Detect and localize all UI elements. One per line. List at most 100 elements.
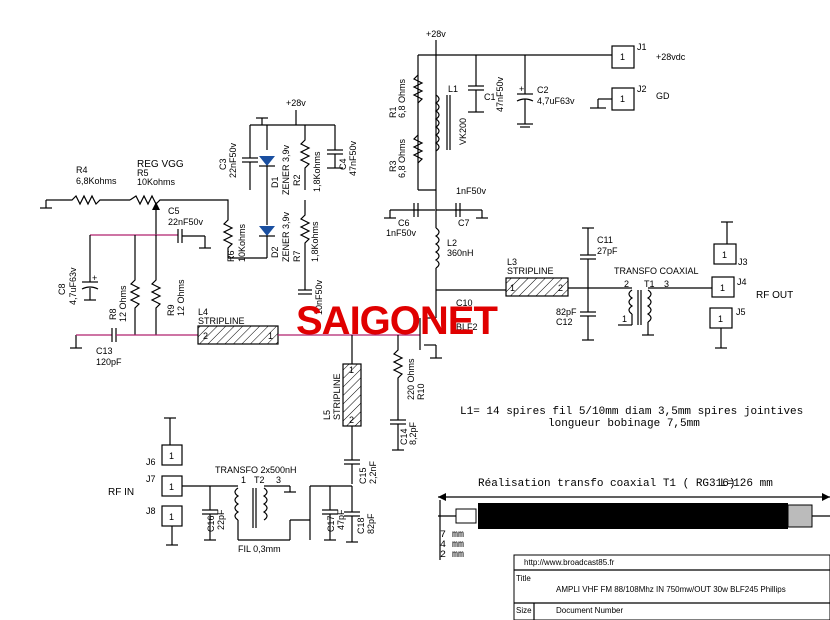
- svg-text:R5: R5: [137, 168, 149, 178]
- svg-text:STRIPLINE: STRIPLINE: [332, 373, 342, 420]
- svg-text:1: 1: [268, 331, 273, 341]
- svg-text:J3: J3: [738, 257, 748, 267]
- svg-text:VK200: VK200: [458, 118, 468, 145]
- svg-text:47nF50v: 47nF50v: [348, 140, 358, 176]
- svg-text:47nF50v: 47nF50v: [495, 76, 505, 112]
- svg-text:GD: GD: [656, 91, 670, 101]
- coax-title: Réalisation transfo coaxial T1 ( RG316): [478, 478, 735, 490]
- svg-text:BLF2: BLF2: [456, 322, 478, 332]
- svg-text:C8: C8: [57, 283, 67, 295]
- svg-text:+28vdc: +28vdc: [656, 52, 686, 62]
- svg-text:TRANSFO 2x500nH: TRANSFO 2x500nH: [215, 465, 297, 475]
- svg-text:Document Number: Document Number: [556, 606, 623, 615]
- coax-length: L=126 mm: [720, 478, 773, 490]
- svg-text:C14: C14: [399, 428, 409, 445]
- svg-text:ZENER 3,9v: ZENER 3,9v: [281, 144, 291, 195]
- supply-top-label: +28v: [426, 29, 446, 39]
- svg-text:C5: C5: [168, 206, 180, 216]
- svg-text:RF OUT: RF OUT: [756, 290, 793, 301]
- svg-text:C15: C15: [358, 467, 368, 484]
- svg-text:2 mm: 2 mm: [440, 550, 464, 561]
- svg-text:T1: T1: [644, 279, 655, 289]
- source-network: 1 2 L5 STRIPLINE 220 Ohms R10 C14 8,2pF …: [322, 335, 426, 484]
- svg-text:12 Ohms: 12 Ohms: [176, 279, 186, 316]
- svg-text:REG VGG: REG VGG: [137, 159, 184, 170]
- svg-text:1nF50v: 1nF50v: [456, 186, 487, 196]
- svg-text:7 mm: 7 mm: [440, 530, 464, 541]
- svg-text:47pF: 47pF: [336, 509, 346, 530]
- c5-capacitor: C5 22nF50v: [156, 206, 211, 249]
- svg-text:1: 1: [349, 365, 354, 375]
- title-text: AMPLI VHF FM 88/108Mhz IN 750mw/OUT 30w …: [556, 585, 786, 594]
- svg-text:1: 1: [722, 250, 727, 260]
- j2-connector: 1 J2 GD: [590, 84, 670, 111]
- svg-text:2: 2: [624, 279, 629, 289]
- svg-text:82pF: 82pF: [556, 307, 577, 317]
- svg-text:1: 1: [720, 283, 725, 293]
- svg-text:C12: C12: [556, 317, 573, 327]
- svg-text:1: 1: [718, 314, 723, 324]
- bias-network: +28v C3 22nF50v D1 ZENER 3,9v D2 ZENER 3…: [218, 98, 358, 315]
- svg-text:J5: J5: [736, 307, 746, 317]
- l1-choke: L1 VK200: [434, 84, 468, 152]
- svg-text:L5: L5: [322, 410, 332, 420]
- r1-resistor: R1 6,8 Ohms R3 6,8 Ohms: [388, 74, 424, 178]
- svg-text:2: 2: [203, 331, 208, 341]
- svg-text:1: 1: [620, 52, 625, 62]
- svg-text:1: 1: [622, 314, 627, 324]
- svg-text:R9: R9: [166, 304, 176, 316]
- svg-text:10Kohms: 10Kohms: [237, 223, 247, 262]
- svg-text:Title: Title: [516, 574, 531, 583]
- svg-text:2: 2: [558, 283, 563, 293]
- svg-text:J1: J1: [637, 42, 647, 52]
- svg-text:T2: T2: [254, 475, 265, 485]
- svg-text:R4: R4: [76, 165, 88, 175]
- svg-text:22nF50v: 22nF50v: [228, 142, 238, 178]
- svg-text:C11: C11: [597, 235, 613, 245]
- svg-text:J8: J8: [146, 506, 156, 516]
- title-block: http://www.broadcast85.fr Title AMPLI VH…: [513, 554, 830, 620]
- svg-text:STRIPLINE: STRIPLINE: [507, 266, 554, 276]
- c1-capacitor: C1 47nF50v: [468, 55, 505, 113]
- svg-text:1nF50v: 1nF50v: [386, 228, 417, 238]
- svg-text:C4: C4: [338, 158, 348, 170]
- svg-text:Size: Size: [516, 606, 532, 615]
- svg-text:C16: C16: [206, 515, 216, 532]
- svg-text:J6: J6: [146, 457, 156, 467]
- svg-text:L1: L1: [448, 84, 458, 94]
- rf-in-section: 1 J6 1 J7 RF IN 1 J8 C16 22pF TRANSFO 2x…: [108, 417, 376, 554]
- svg-text:22nF50v: 22nF50v: [168, 217, 204, 227]
- svg-text:R10: R10: [416, 383, 426, 400]
- svg-text:1: 1: [510, 283, 515, 293]
- svg-text:L4: L4: [198, 307, 208, 317]
- svg-text:R3: R3: [388, 160, 398, 172]
- note-line-2: longueur bobinage 7,5mm: [548, 418, 700, 430]
- svg-text:D2: D2: [270, 246, 280, 258]
- svg-text:6,8Kohms: 6,8Kohms: [76, 176, 117, 186]
- svg-text:D1: D1: [270, 176, 280, 188]
- svg-text:STRIPLINE: STRIPLINE: [198, 316, 245, 326]
- supply-rail: +28v: [417, 29, 612, 191]
- input-bias: + C8 4,7uF63v R8 12 Ohms R9 12 Ohms: [57, 234, 186, 335]
- svg-text:12 Ohms: 12 Ohms: [118, 285, 128, 322]
- svg-text:6,8 Ohms: 6,8 Ohms: [397, 138, 407, 178]
- svg-text:TRANSFO COAXIAL: TRANSFO COAXIAL: [614, 266, 699, 276]
- j1-connector: 1 J1 +28vdc: [611, 42, 686, 69]
- svg-text:L2: L2: [447, 238, 457, 248]
- svg-text:27pF: 27pF: [597, 246, 618, 256]
- svg-text:FIL 0,3mm: FIL 0,3mm: [238, 544, 281, 554]
- svg-text:1,8Kohms: 1,8Kohms: [312, 151, 322, 192]
- svg-text:4,7uF63v: 4,7uF63v: [68, 267, 78, 305]
- svg-text:1,8Kohms: 1,8Kohms: [310, 221, 320, 262]
- svg-text:10nF50v: 10nF50v: [314, 279, 324, 315]
- svg-text:C7: C7: [458, 218, 470, 228]
- note-line-1: L1= 14 spires fil 5/10mm diam 3,5mm spir…: [460, 406, 803, 418]
- svg-text:R7: R7: [292, 250, 302, 262]
- svg-text:8,2pF: 8,2pF: [408, 421, 418, 445]
- svg-text:RF IN: RF IN: [108, 487, 134, 498]
- svg-text:82pF: 82pF: [366, 513, 376, 534]
- svg-text:22pF: 22pF: [216, 509, 226, 530]
- svg-text:R1: R1: [388, 106, 398, 118]
- vgg-regulator: R4 6,8Kohms REG VGG R5 10Kohms: [40, 159, 229, 235]
